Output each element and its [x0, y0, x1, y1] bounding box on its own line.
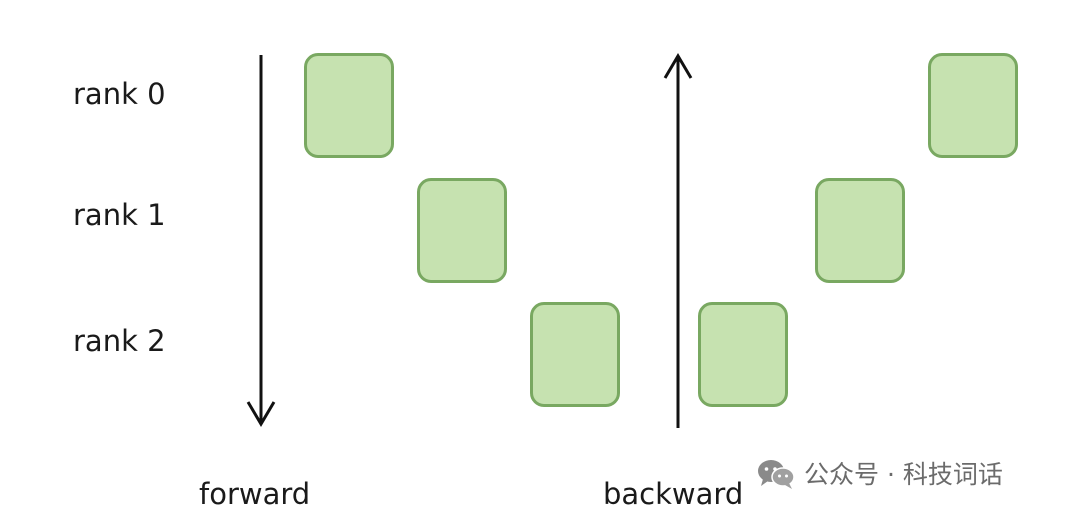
forward-block-rank-2: [530, 302, 620, 407]
backward-arrow: [663, 53, 693, 428]
wechat-icon: [758, 460, 795, 489]
backward-block-rank-2: [698, 302, 788, 407]
backward-label: backward: [603, 477, 744, 511]
rank-1-label: rank 1: [73, 198, 166, 232]
rank-2-label: rank 2: [73, 324, 166, 358]
forward-block-rank-1: [417, 178, 507, 283]
rank-0-label: rank 0: [73, 77, 166, 111]
forward-label: forward: [199, 477, 311, 511]
watermark: 公众号 · 科技词话: [756, 458, 1003, 490]
forward-block-rank-0: [304, 53, 394, 158]
backward-block-rank-0: [928, 53, 1018, 158]
forward-arrow: [246, 55, 276, 427]
watermark-text: 公众号 · 科技词话: [804, 459, 1003, 489]
backward-block-rank-1: [815, 178, 905, 283]
